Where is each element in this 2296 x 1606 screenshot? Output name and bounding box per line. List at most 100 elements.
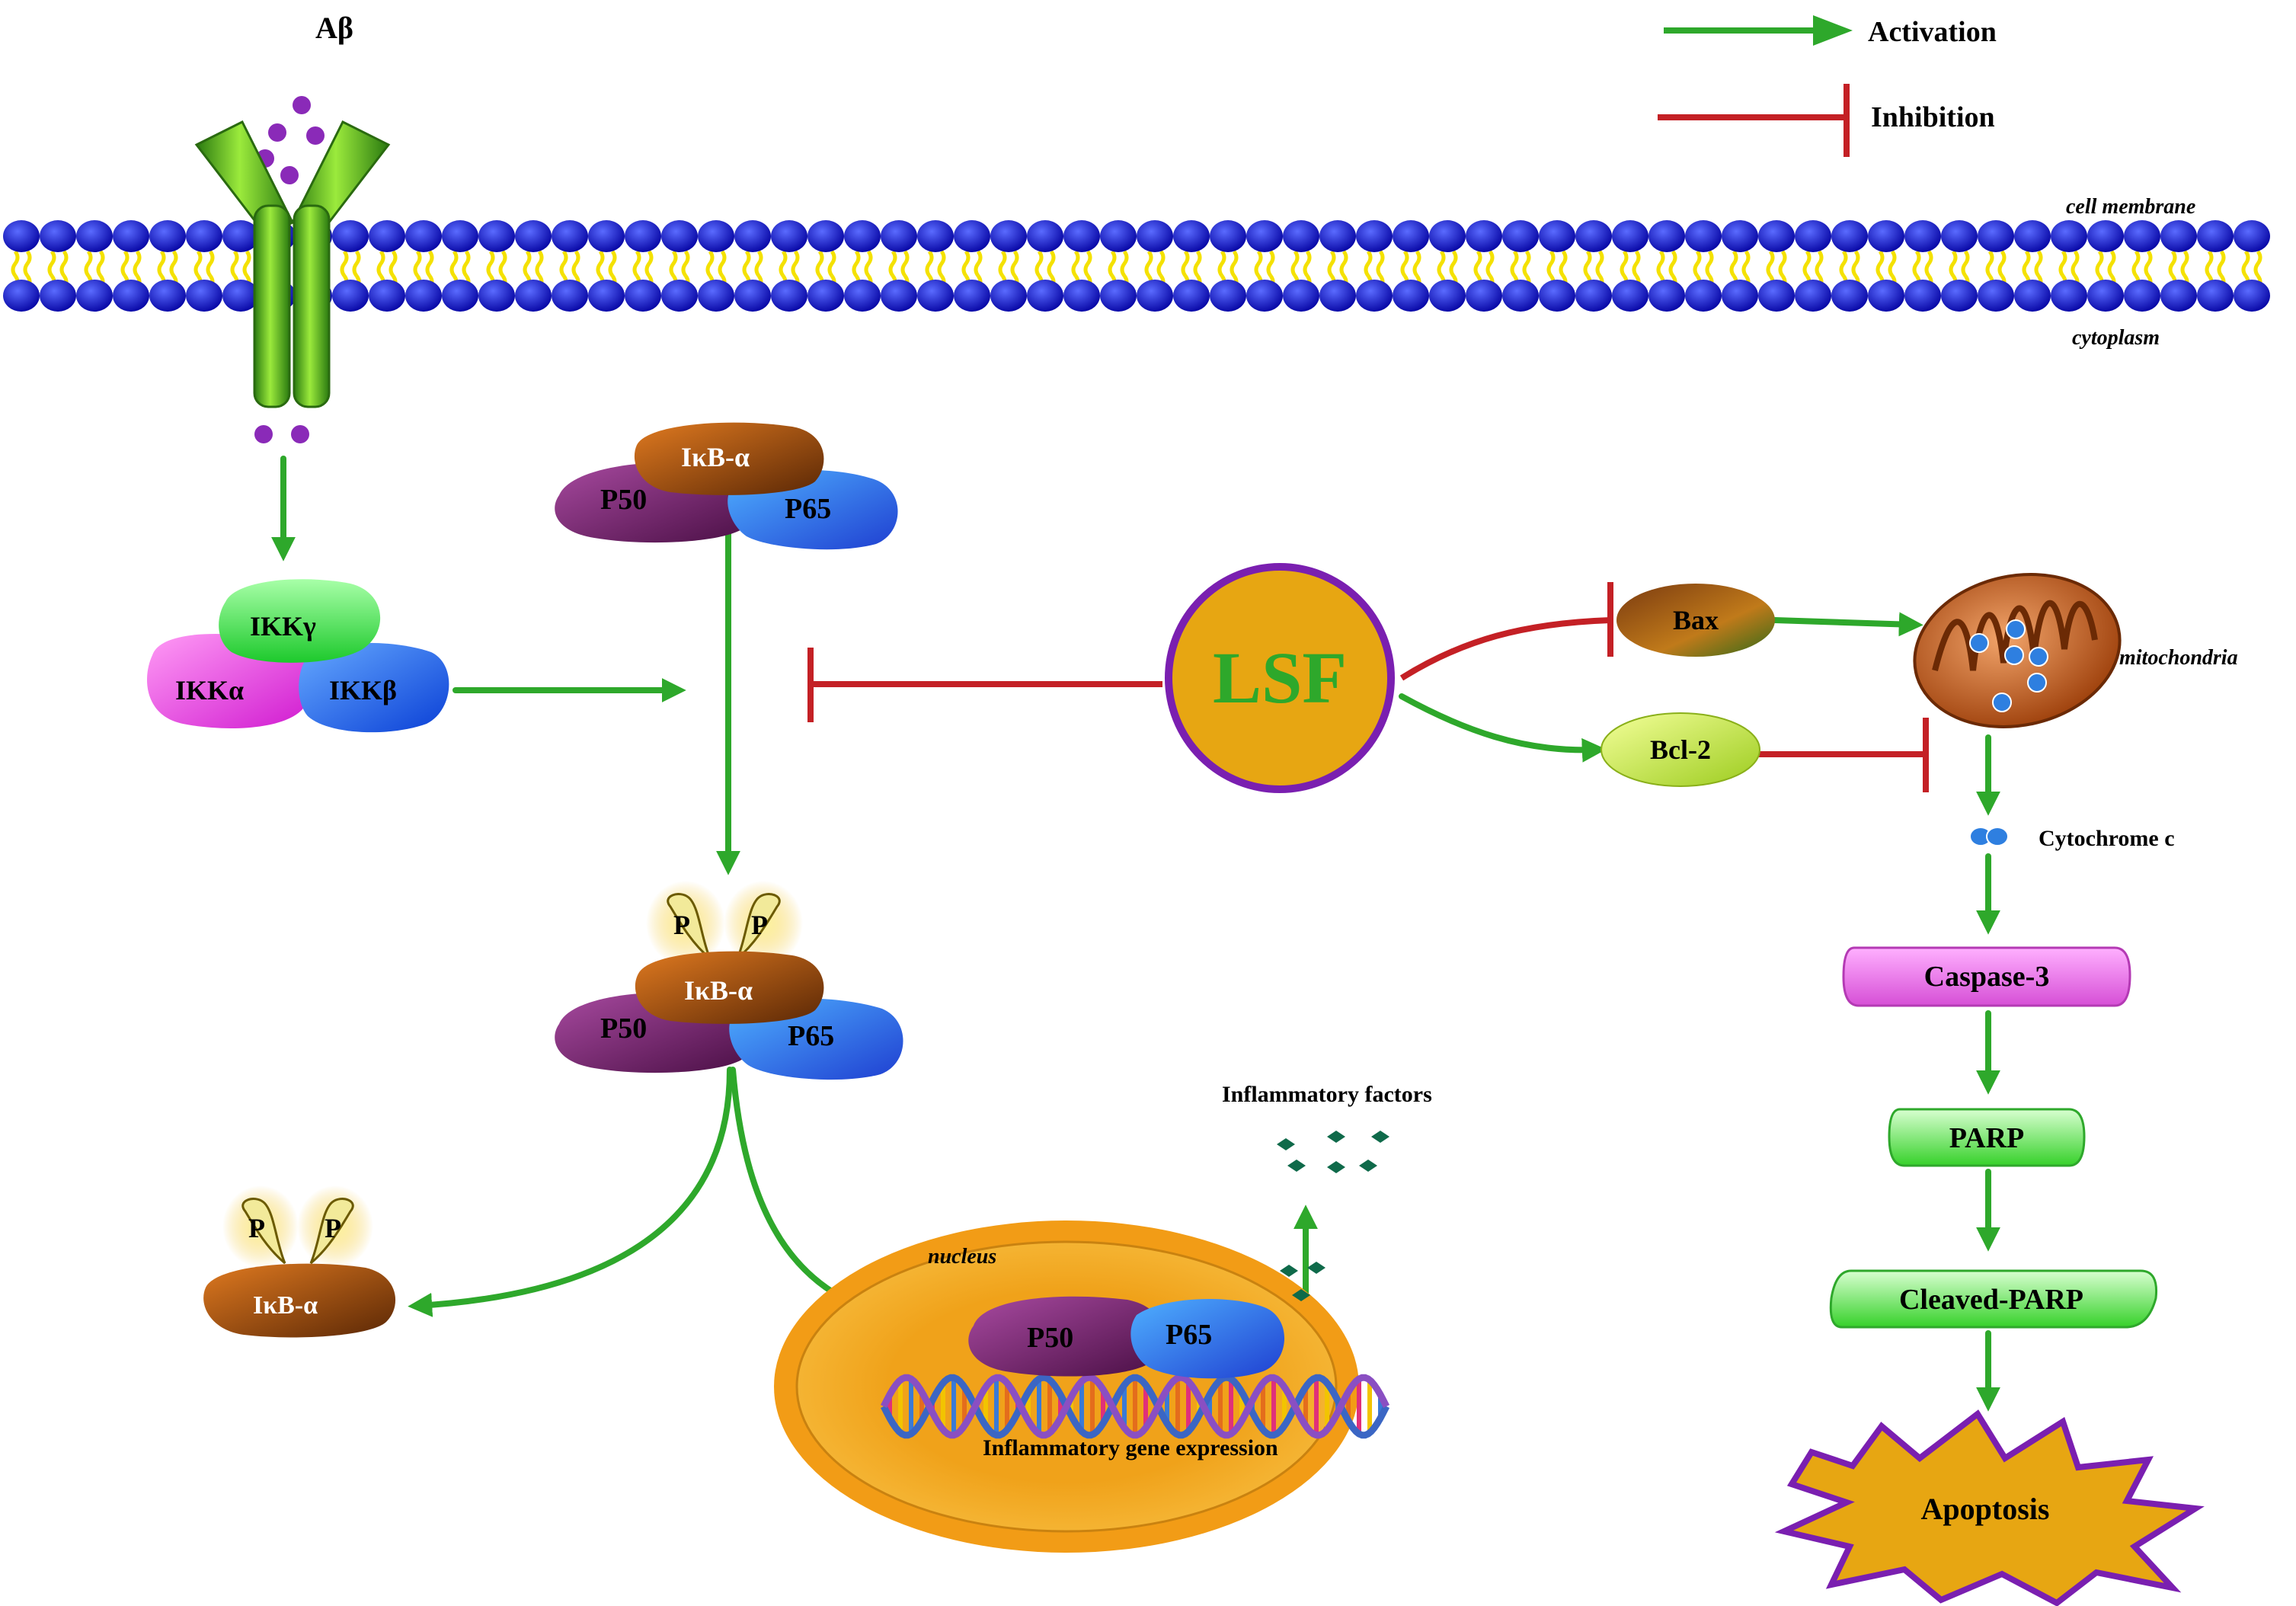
lipid-head [990,280,1027,312]
lipid-tail [925,250,934,277]
lipid-head [149,220,186,252]
lipid-tail [1766,250,1775,277]
lipid-tail [632,250,641,277]
lipid-head [515,280,552,312]
lipid-tail [1230,250,1239,277]
lipid-head [1466,220,1502,252]
lipid-head [844,220,881,252]
lipid-head [734,280,771,312]
lipid-tail [1632,250,1641,277]
lipid-tail [2022,250,2031,277]
lipid-head [1210,280,1246,312]
lipid-tail [1741,250,1751,277]
bcl2-label: Bcl-2 [1650,734,1711,765]
lipid-tail [1559,250,1568,277]
lipid-head [332,220,369,252]
lipid-tail [2253,250,2262,277]
lipid-tail [1120,250,1129,277]
lipid-tail [59,250,69,277]
lipid-tail [779,250,788,277]
lipid-tail [2034,250,2043,277]
lipid-head [1904,220,1941,252]
lipid-tail [559,250,568,277]
p50-phospho-label: P50 [600,1013,647,1045]
lipid-tail [900,250,910,277]
inhibition-legend-label: Inhibition [1871,101,1995,133]
lipid-tail [974,250,983,277]
lipid-head [2087,220,2124,252]
cell-membrane-label: cell membrane [2066,195,2195,219]
inhibition-legend-bar [1658,84,1850,157]
lipid-tail [1047,250,1056,277]
lipid-tail [157,250,166,277]
phospho-tag-2 [736,893,781,960]
lipid-head [478,280,515,312]
dna-helix [880,1374,1390,1439]
lipid-head [1648,220,1685,252]
lipid-head [405,280,442,312]
cytochrome-c-label: Cytochrome c [2039,826,2175,851]
lipid-head [1758,280,1795,312]
lipid-tail [1875,250,1885,277]
lipid-head [186,220,222,252]
lipid-head [1575,280,1612,312]
lipid-tail [1778,250,1787,277]
lipid-tail [742,250,751,277]
lipid-head [771,220,807,252]
lipid-head [515,220,552,252]
lipid-tail [815,250,824,277]
lipid-head [954,280,990,312]
lipid-head [1429,220,1466,252]
lipid-head [588,280,625,312]
lipid-head [1722,220,1758,252]
lipid-head [1356,280,1393,312]
lipid-tail [937,250,946,277]
lipid-head [1612,220,1648,252]
nucleus-label: nucleus [928,1245,996,1268]
lipid-head [954,220,990,252]
free-phospho-tag-2 [309,1198,354,1265]
lipid-head [1210,220,1246,252]
arrow-bax-to-mito [1772,612,1923,637]
mitochondria-label: mitochondria [2119,646,2238,670]
arrow-lsf-to-bcl2 [1399,693,1607,763]
lipid-head [1904,280,1941,312]
lipid-tail [2058,250,2067,277]
lipid-head [1978,220,2014,252]
lipid-tail [1010,250,1019,277]
lipid-tail [718,250,727,277]
lipid-tail [2095,250,2104,277]
nucleus-p50-label: P50 [1027,1322,1073,1354]
lipid-tail [2131,250,2141,277]
lipid-head [76,220,113,252]
lipid-head [113,220,149,252]
parp-label: PARP [1949,1122,2025,1154]
ikk-gamma-shape [219,579,381,663]
lipid-head [1868,220,1904,252]
lipid-tail [1656,250,1665,277]
lipid-tail [1583,250,1592,277]
lipid-tail [1449,250,1458,277]
inhibition-lines [807,582,1929,792]
cytochrome-c: Cytochrome c [1969,826,2175,851]
lipid-head [588,220,625,252]
lipid-head [1283,220,1319,252]
phospho-p2: P [751,910,768,940]
lipid-tail [1802,250,1812,277]
lipid-tail [1595,250,1604,277]
lipid-tail [2107,250,2116,277]
lipid-head [1466,280,1502,312]
lipid-tail [340,250,349,277]
nfkb-phospho-complex: P P IκB-α P50 P65 [555,881,903,1080]
ikb-phospho-shape [635,951,824,1024]
lipid-head [1978,280,2014,312]
lipid-tail [1193,250,1202,277]
lipid-tail [1485,250,1495,277]
lipid-tail [998,250,1007,277]
free-ikb-label: IκB-α [253,1291,318,1320]
lipid-head [1612,280,1648,312]
cleaved-parp-label: Cleaved-PARP [1899,1284,2083,1316]
lipid-head [2051,280,2087,312]
lipid-tail [462,250,471,277]
